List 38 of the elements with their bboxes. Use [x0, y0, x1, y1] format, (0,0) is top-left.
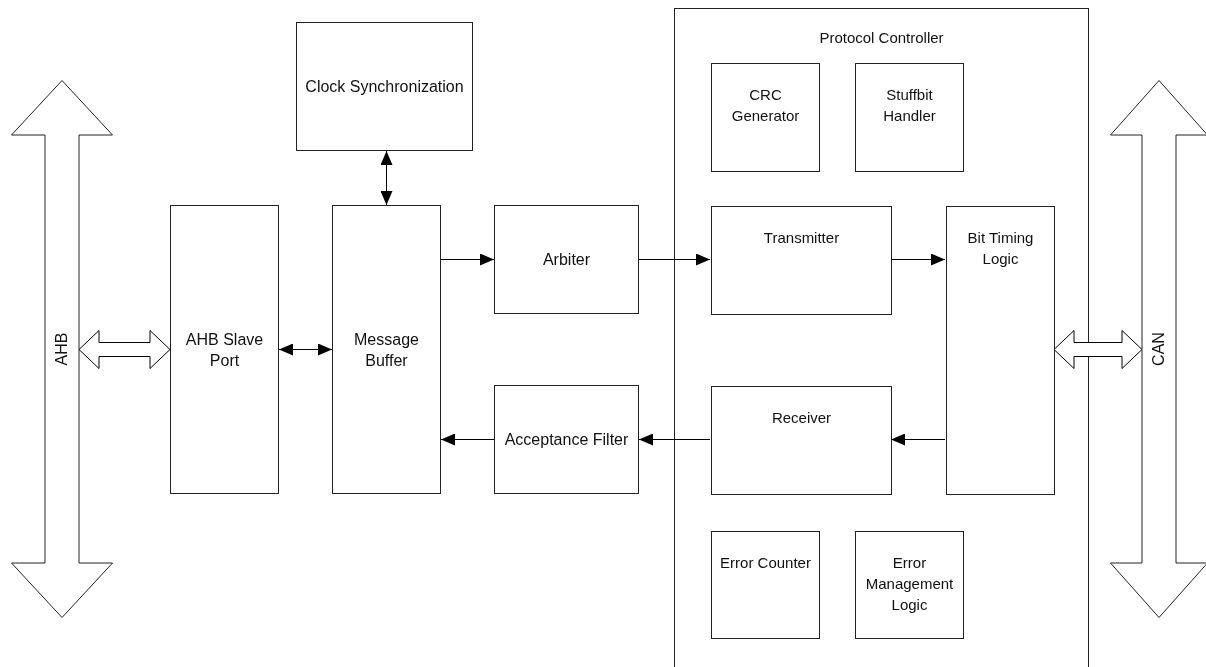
- bus-label: AHB: [53, 332, 71, 366]
- block-arrow: [1053, 330, 1143, 369]
- block-label: Error Management Logic: [864, 553, 955, 615]
- block-box: [170, 205, 279, 494]
- block-box: [855, 531, 964, 639]
- block-label: Arbiter: [541, 250, 592, 270]
- arrow: [440, 433, 495, 446]
- block-arrow: [78, 330, 171, 369]
- arrow: [638, 253, 711, 266]
- block-box: [855, 63, 964, 172]
- block-label: CRC Generator: [730, 85, 801, 126]
- block-box: [711, 63, 820, 172]
- block-box: [296, 22, 473, 151]
- block-box: [494, 205, 639, 314]
- arrow: [890, 253, 946, 266]
- block-box: [711, 386, 892, 495]
- block-label: Message Buffer: [353, 329, 420, 371]
- block-box: [332, 205, 441, 494]
- block-label: Error Counter: [719, 553, 812, 573]
- block-label: Transmitter: [762, 228, 841, 248]
- arrow: [638, 433, 711, 446]
- bus-label: CAN: [1150, 332, 1168, 366]
- controller-panel: [674, 8, 1089, 667]
- block-label: AHB Slave Port: [184, 329, 265, 371]
- arrow: [890, 433, 946, 446]
- block-label: Receiver: [770, 408, 833, 428]
- block-box: [711, 206, 892, 315]
- panel-title: Protocol Controller: [818, 29, 945, 46]
- arrow: [440, 253, 495, 266]
- block-label: Clock Synchronization: [304, 77, 465, 97]
- block-box: [711, 531, 820, 639]
- block-label: Bit Timing Logic: [966, 228, 1035, 269]
- arrow: [278, 343, 333, 356]
- block-box: [494, 385, 639, 494]
- block-label: Stuffbit Handler: [882, 85, 937, 126]
- block-label: Acceptance Filter: [503, 430, 630, 450]
- arrow: [380, 150, 393, 206]
- block-box: [946, 206, 1055, 495]
